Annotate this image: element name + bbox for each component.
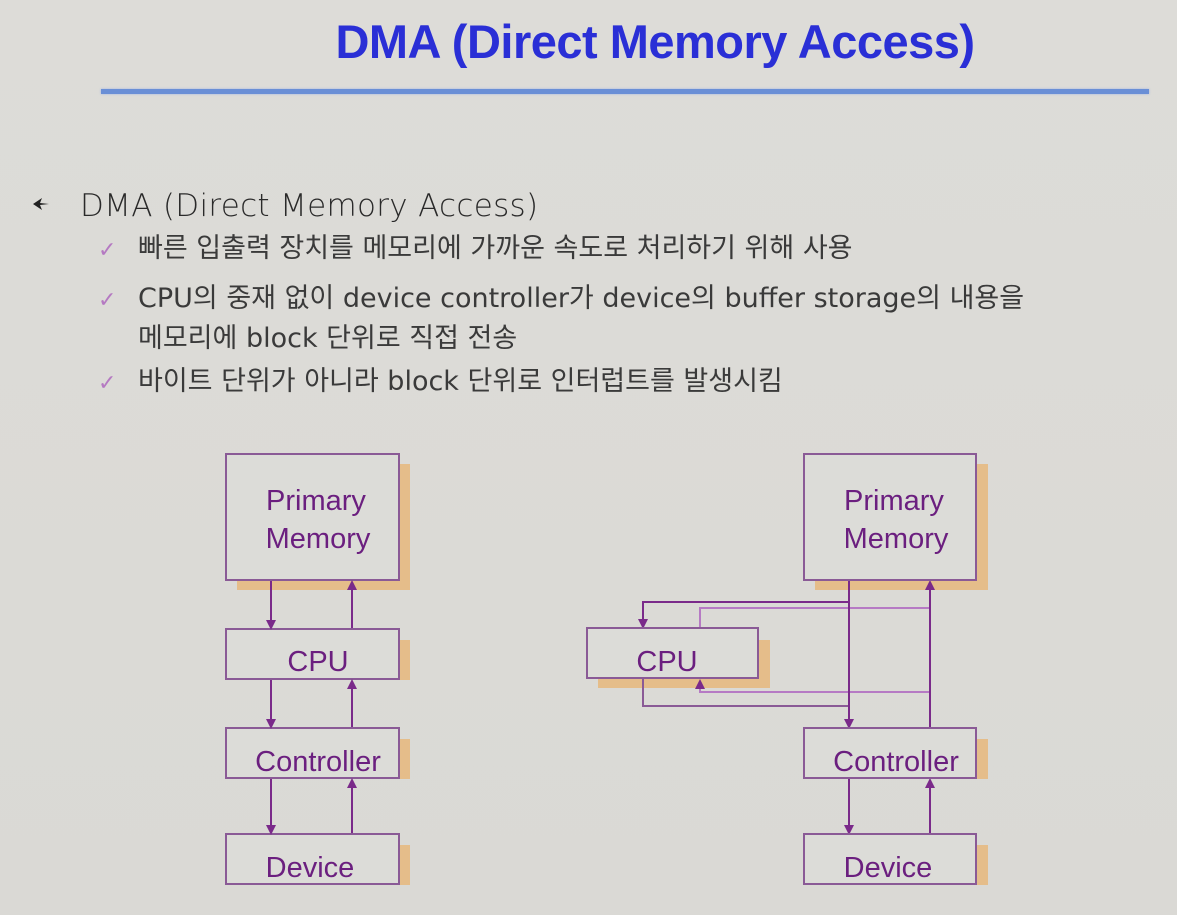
main-bullet: DMA (Direct Memory Access): [32, 188, 538, 224]
sub-bullet-3: ✓ 바이트 단위가 아니라 block 단위로 인터럽트를 발생시킴: [98, 363, 783, 403]
box-label: Controller: [833, 746, 959, 778]
sub-bullet-1: ✓ 빠른 입출력 장치를 메모리에 가까운 속도로 처리하기 위해 사용: [98, 230, 853, 270]
box-label: Primary: [266, 485, 366, 517]
arrow-cpu-to-memory: [699, 607, 930, 628]
diagram-with-dma: Primary Memory CPU Controller Device: [586, 453, 988, 885]
box-primary-memory: Primary Memory: [803, 453, 977, 581]
slide-title: DMA (Direct Memory Access): [335, 15, 975, 68]
sub-bullet-2: ✓ CPU의 중재 없이 device controller가 device의 b…: [98, 280, 1024, 358]
box-label: Memory: [266, 523, 371, 555]
box-label: CPU: [636, 646, 697, 678]
sub-bullet-text: 바이트 단위가 아니라 block 단위로 인터럽트를 발생시킴: [138, 366, 783, 397]
checkmark-icon: ✓: [98, 288, 117, 313]
box-device: Device: [803, 833, 977, 885]
box-cpu: CPU: [225, 628, 400, 680]
sub-bullet-text-continued: 메모리에 block 단위로 직접 전송: [138, 323, 518, 354]
sub-bullet-text: 빠른 입출력 장치를 메모리에 가까운 속도로 처리하기 위해 사용: [138, 233, 853, 264]
box-label: Device: [844, 852, 933, 884]
box-label: CPU: [287, 646, 348, 678]
box-controller: Controller: [803, 727, 977, 779]
checkmark-icon: ✓: [98, 238, 117, 263]
arrow-cpu-to-controller: [642, 679, 849, 707]
arrow-controller-to-cpu: [695, 679, 930, 693]
checkmark-icon: ✓: [98, 371, 117, 396]
main-bullet-text: DMA (Direct Memory Access): [80, 188, 539, 224]
box-primary-memory: Primary Memory: [225, 453, 400, 581]
box-label: Memory: [844, 523, 949, 555]
box-label: Device: [266, 852, 355, 884]
arrow-bullet-icon: [32, 194, 50, 218]
box-label: Controller: [255, 746, 381, 778]
box-controller: Controller: [225, 727, 400, 779]
sub-bullet-text: CPU의 중재 없이 device controller가 device의 bu…: [138, 283, 1025, 314]
box-cpu: CPU: [586, 627, 759, 679]
box-label: Primary: [844, 485, 944, 517]
arrow-memory-to-cpu: [638, 601, 849, 629]
title-underline: [101, 89, 1149, 94]
box-device: Device: [225, 833, 400, 885]
diagram-without-dma: Primary Memory CPU Controller Device: [225, 453, 410, 885]
